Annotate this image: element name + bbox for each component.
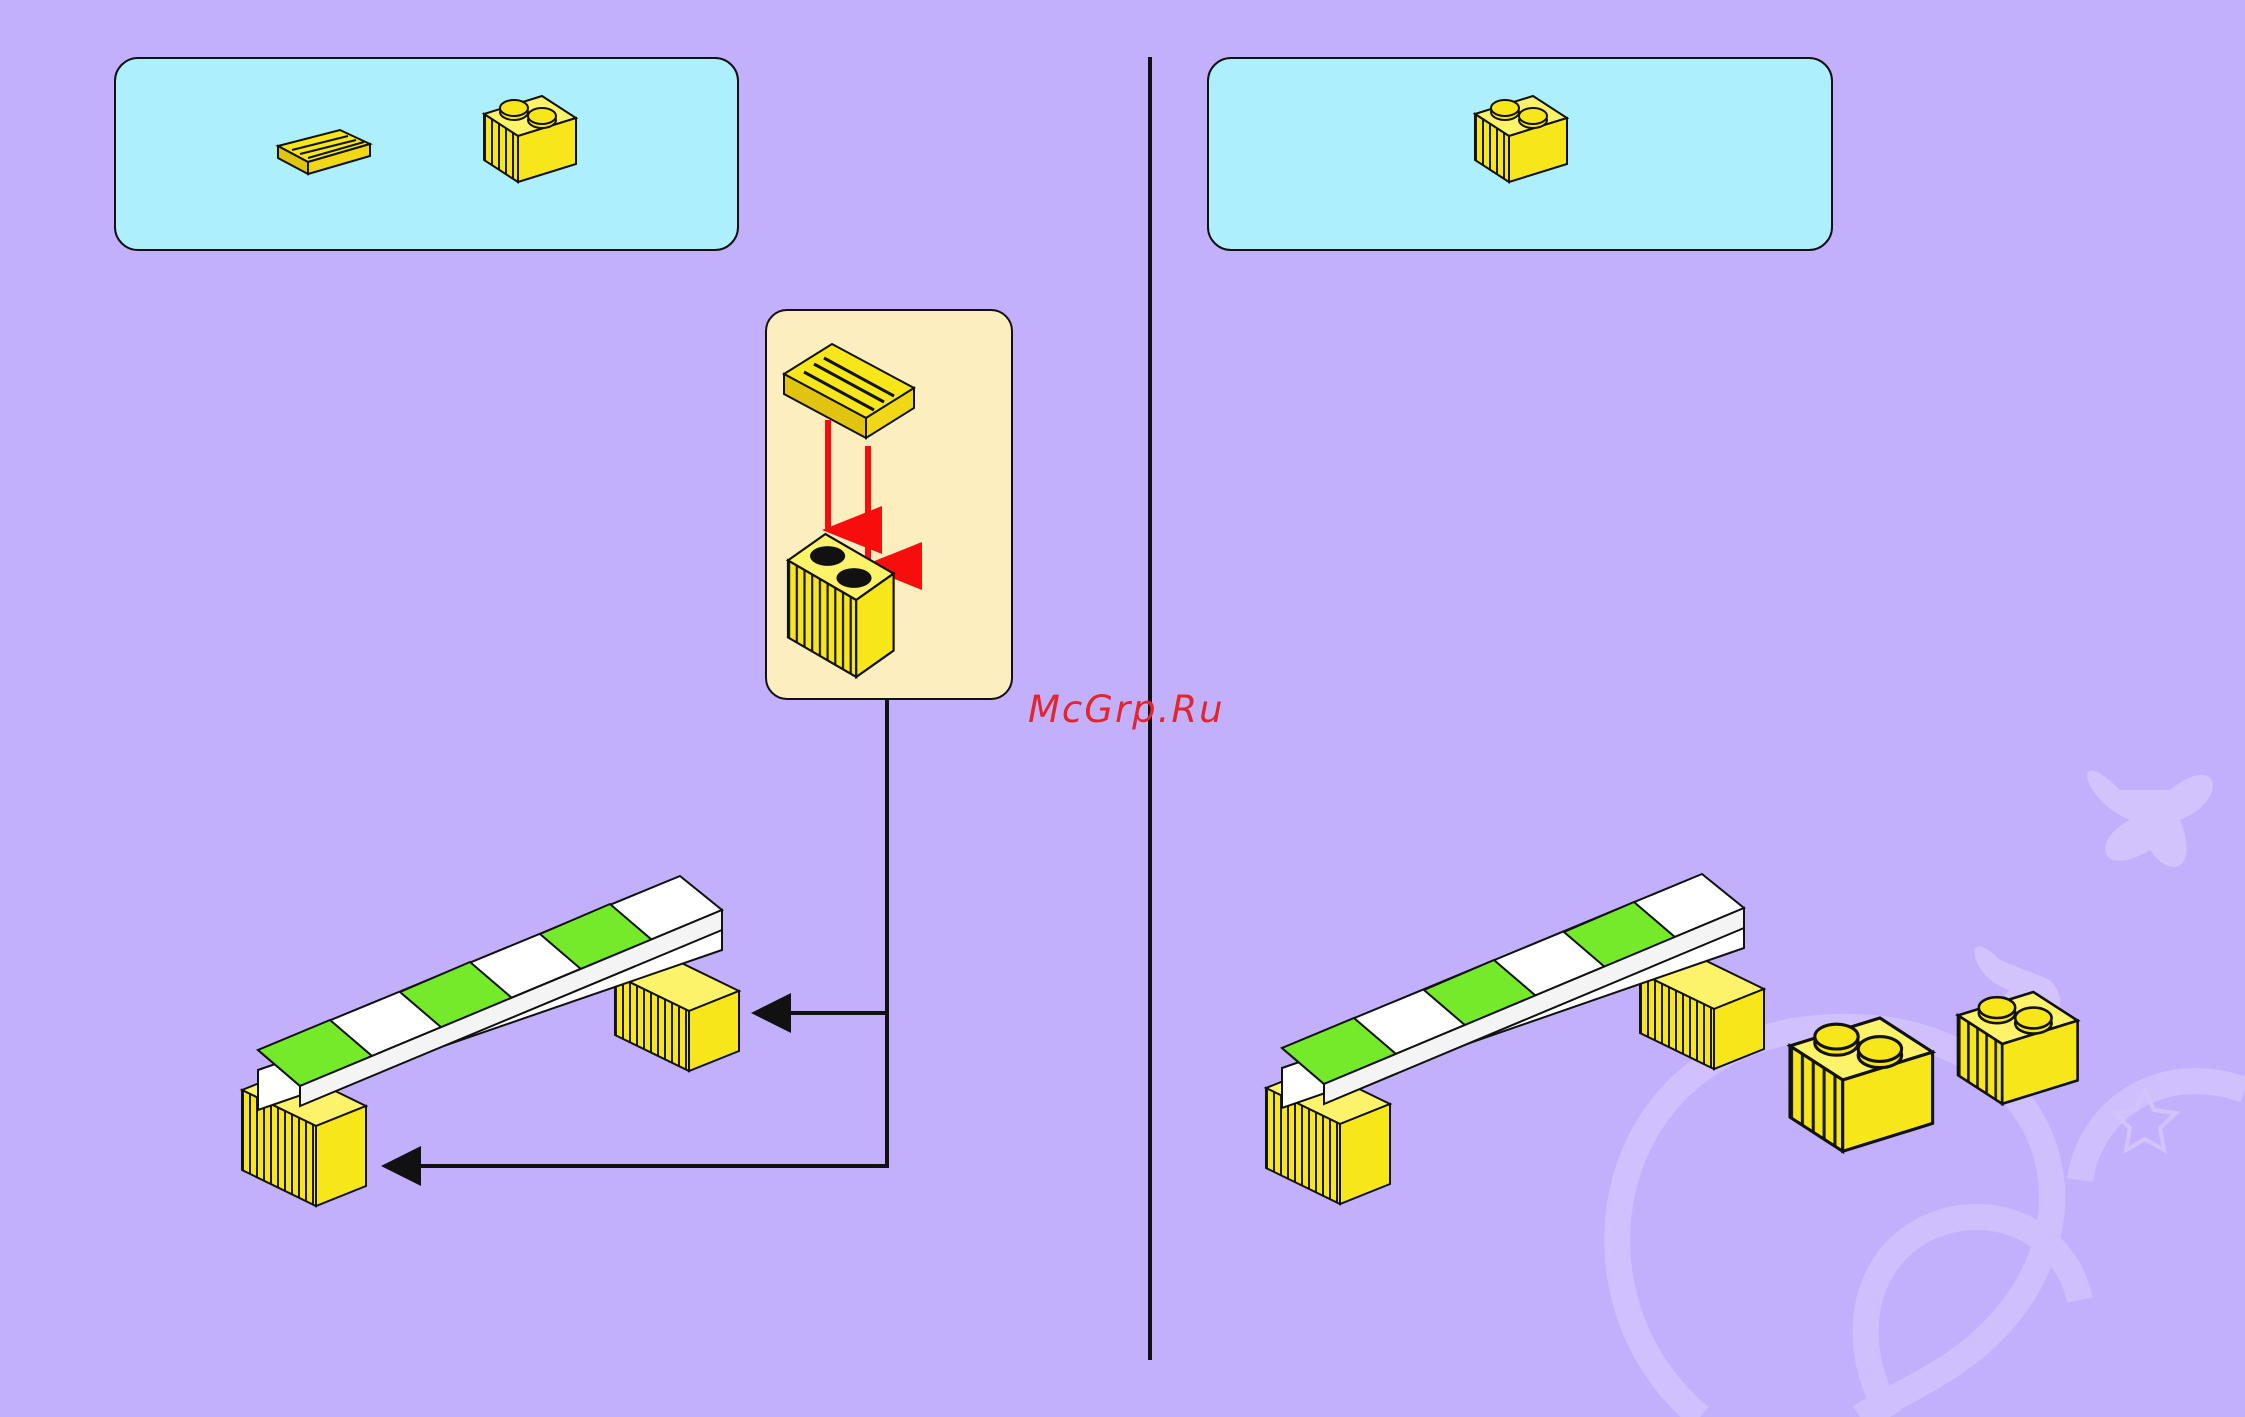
step-2-bench-model [1266, 874, 1764, 1204]
loose-1x2-brick [1958, 992, 2078, 1104]
butterfly-icon [1975, 771, 2213, 1023]
yellow-grille-tile-icon [278, 130, 370, 174]
loose-1x2-brick [1790, 1018, 1933, 1151]
yellow-1x2-brick-icon [484, 96, 576, 182]
step-1-bench-model [242, 876, 739, 1206]
callout-1x2-brick [788, 534, 894, 677]
callout-grille-tile [784, 344, 914, 438]
watermark-text: McGrp.Ru [1028, 688, 1225, 731]
yellow-1x2-brick-icon [1475, 96, 1567, 182]
